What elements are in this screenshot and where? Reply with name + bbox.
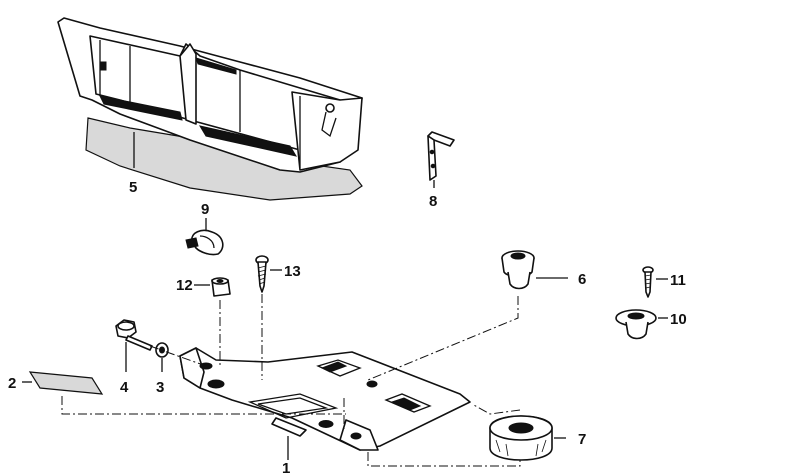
- callout-13: 13: [284, 263, 301, 280]
- washer-icon: [155, 342, 169, 372]
- battery-tray-icon: [57, 17, 363, 201]
- adhesive-pad-icon: [22, 371, 104, 395]
- clip-icon: [185, 218, 224, 256]
- callout-12: 12: [176, 277, 193, 294]
- tapping-screw-icon: [255, 255, 282, 293]
- callout-9: 9: [201, 201, 209, 218]
- rubber-mount-icon: [501, 250, 568, 290]
- rubber-bushing-icon: [489, 415, 566, 461]
- screw-icon: [642, 266, 668, 298]
- callout-11: 11: [670, 272, 686, 289]
- callout-8: 8: [429, 193, 437, 210]
- callout-4: 4: [120, 379, 129, 396]
- support-plate-icon: [179, 347, 471, 460]
- callout-2: 2: [8, 375, 16, 392]
- callout-7: 7: [578, 431, 586, 448]
- grommet-icon: [615, 309, 668, 340]
- bracket-icon: [427, 131, 455, 188]
- nut-icon: [194, 277, 231, 297]
- assembly-lines: [61, 294, 521, 467]
- callout-6: 6: [578, 271, 586, 288]
- callout-10: 10: [670, 311, 687, 328]
- hex-bolt-icon: [115, 319, 153, 372]
- callout-1: 1: [282, 460, 290, 473]
- callout-3: 3: [156, 379, 164, 396]
- callout-5: 5: [129, 179, 137, 196]
